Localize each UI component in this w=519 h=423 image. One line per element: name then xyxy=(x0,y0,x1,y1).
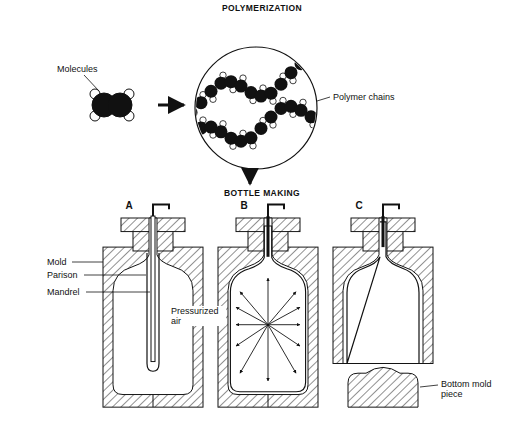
part-label: Pressurized air xyxy=(170,306,226,326)
atom xyxy=(330,76,336,82)
atom xyxy=(315,58,328,71)
atom xyxy=(330,123,336,129)
atom xyxy=(310,66,316,72)
atom xyxy=(175,110,188,123)
atom xyxy=(315,114,328,127)
part-label: Mandrel xyxy=(46,287,81,297)
leader-line xyxy=(86,292,150,293)
leader-line xyxy=(72,262,103,263)
part-label: Parison xyxy=(46,270,79,280)
atom xyxy=(305,110,318,123)
part-label: Mold xyxy=(46,257,68,267)
leader-line xyxy=(84,75,99,91)
atom xyxy=(180,105,186,111)
atom xyxy=(190,140,196,146)
atom xyxy=(320,110,326,116)
atom xyxy=(325,112,338,125)
polymer-chains xyxy=(175,53,338,154)
atom xyxy=(195,96,208,109)
part-label: Bottom mold piece xyxy=(440,379,504,399)
leader-line xyxy=(420,385,438,387)
leader-line xyxy=(317,97,330,101)
atom xyxy=(265,87,278,100)
atom xyxy=(180,136,186,142)
heading: BOTTLE MAKING xyxy=(223,188,301,198)
step-letter: A xyxy=(124,201,133,211)
part-label: Molecules xyxy=(56,64,99,74)
air-arrows xyxy=(236,278,300,381)
atom xyxy=(185,129,198,142)
molecule xyxy=(90,89,134,121)
leader-line xyxy=(84,275,146,276)
atom xyxy=(265,110,278,123)
step-letter: C xyxy=(354,201,363,211)
atom xyxy=(285,66,298,79)
atom xyxy=(245,131,258,144)
atom xyxy=(295,57,308,70)
process-arrow xyxy=(158,104,184,107)
mold-c xyxy=(333,204,433,407)
atom xyxy=(255,122,268,135)
atom xyxy=(185,106,198,119)
mandrel xyxy=(151,216,155,362)
atom xyxy=(300,53,306,59)
process-arrow xyxy=(249,170,252,184)
atom xyxy=(325,65,338,78)
atom xyxy=(320,53,326,59)
bottom-mold-piece xyxy=(348,367,418,407)
heading: POLYMERIZATION xyxy=(221,3,303,13)
part-label: Polymer chains xyxy=(332,92,396,102)
atom xyxy=(175,140,188,153)
step-letter: B xyxy=(239,201,248,211)
atom xyxy=(275,78,288,91)
atom xyxy=(305,55,318,68)
magnified-view xyxy=(195,47,317,169)
atom xyxy=(190,117,196,123)
mold-b xyxy=(218,204,318,407)
